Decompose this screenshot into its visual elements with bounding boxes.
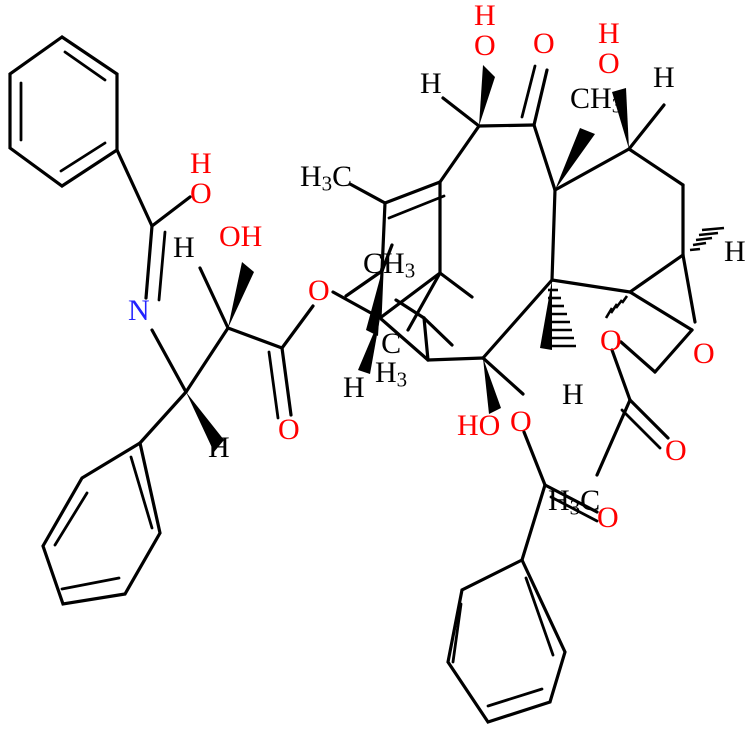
imidate-group	[144, 195, 192, 394]
methyl-label-c15b: C H3	[375, 327, 408, 392]
phenyl-top-left	[8, 35, 119, 188]
bond-phenyl-to-imidate	[115, 148, 154, 228]
hash-wedge-c5	[689, 226, 725, 252]
hash-wedge-c2-o	[604, 295, 629, 319]
taxane-core	[348, 64, 725, 477]
hydrogen-label-c3prime: H	[208, 431, 230, 464]
hydroxyl-label-imidate: H O	[190, 147, 212, 210]
hydroxyl-label-c7: H O	[474, 0, 496, 62]
ketone-oxygen-label-c9: O	[533, 27, 555, 60]
phenyl-bottom-right	[446, 557, 567, 724]
hydrogen-label-c3: H	[562, 378, 584, 411]
methyl-label-acetyl: H3C	[548, 484, 601, 520]
oxetane-oxygen-left-label: O	[600, 324, 622, 357]
bottom-ester-group	[520, 430, 599, 562]
methyl-label-c8: CH3	[570, 82, 623, 118]
methyl-label-c12: H3C	[300, 160, 353, 196]
carbonyl-oxygen-label-acetyl: O	[597, 501, 619, 534]
methyl-label-c15a: CH3	[363, 247, 416, 283]
hydrogen-label-c2prime: H	[173, 231, 195, 264]
oxetane-oxygen-right-label: O	[693, 337, 715, 370]
ester-oxygen-label-c13: O	[308, 274, 330, 307]
side-chain-c3prime	[138, 326, 230, 452]
hydrogen-label-c10: H	[653, 61, 675, 94]
carbonyl-oxygen-label-benzoyl: O	[665, 434, 687, 467]
phenyl-bottom-left	[41, 440, 162, 606]
gem-dimethyl-bridge-bonds	[344, 243, 454, 347]
nitrogen-label-imine: N	[128, 294, 150, 327]
hydrogen-label-c5: H	[724, 235, 746, 268]
hydrogen-label-c13: H	[343, 371, 365, 404]
ester-oxygen-label-c2: O	[510, 405, 532, 438]
hash-wedge-c3	[548, 288, 576, 348]
hydroxyl-label-c1: HO	[457, 409, 501, 442]
hydrogen-label-c7: H	[420, 67, 442, 100]
c2prime-center	[198, 262, 315, 420]
hydroxyl-label-c2prime: OH	[219, 220, 263, 253]
carbonyl-oxygen-label-amide: O	[278, 413, 300, 446]
hydroxyl-label-c10: H O	[598, 17, 620, 80]
